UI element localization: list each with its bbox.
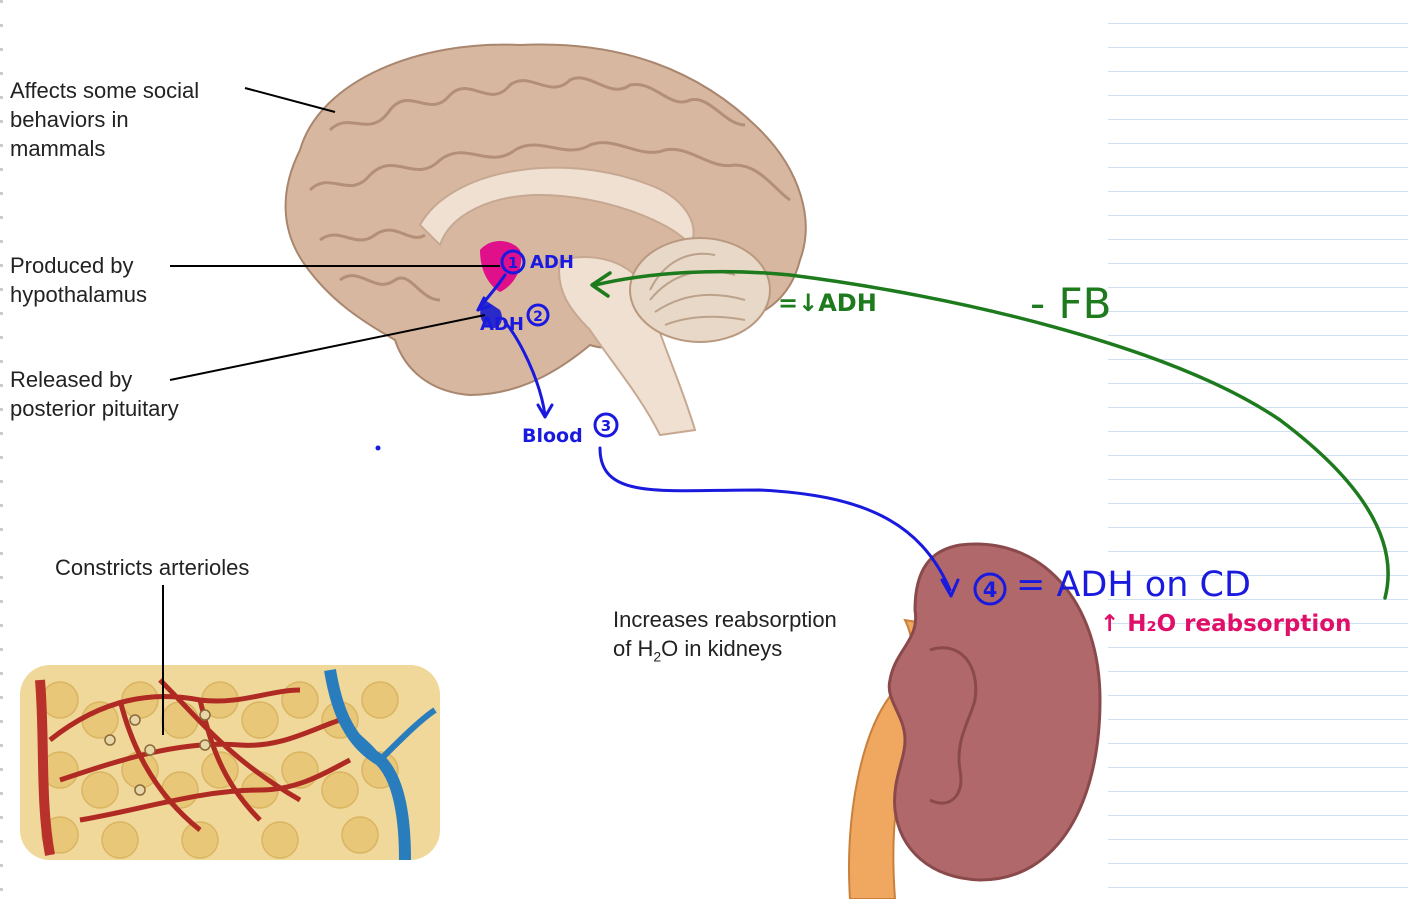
label-kidney-line-2-prefix: of H [613, 636, 653, 661]
label-social-behaviors: Affects some social behaviors in mammals [10, 76, 199, 163]
label-released-line-1: Released by [10, 365, 179, 394]
label-increases-reabsorption: Increases reabsorption of H2O in kidneys [613, 605, 837, 671]
brain-illustration [286, 44, 806, 435]
step-3-number: 3 [601, 417, 611, 435]
label-social-line-2: behaviors in [10, 105, 199, 134]
feedback-effect-label: =↓ADH [778, 289, 877, 317]
label-social-line-3: mammals [10, 134, 199, 163]
feedback-label: - FB [1030, 279, 1111, 328]
step-2-label: ADH [480, 314, 524, 335]
step-1-number: 1 [508, 254, 518, 272]
step-4-label: = ADH on CD [1016, 565, 1251, 605]
step-3-label: Blood [522, 425, 583, 447]
ink-dot [376, 446, 381, 451]
label-produced-by: Produced by hypothalamus [10, 251, 147, 309]
label-released-by: Released by posterior pituitary [10, 365, 179, 423]
label-kidney-line-1: Increases reabsorption [613, 605, 837, 634]
step-1-label: ADH [530, 252, 574, 273]
step-2-number: 2 [533, 309, 543, 325]
label-social-line-1: Affects some social [10, 76, 199, 105]
label-kidney-line-2-subscript: 2 [653, 648, 661, 664]
label-produced-line-1: Produced by [10, 251, 147, 280]
step-4-number: 4 [983, 578, 998, 602]
arterioles-illustration [20, 665, 440, 860]
arrow-3-to-4 [600, 448, 950, 590]
label-kidney-line-2-suffix: O in kidneys [661, 636, 782, 661]
reabsorption-annotation: ↑ H₂O reabsorption [1100, 611, 1351, 637]
label-released-line-2: posterior pituitary [10, 394, 179, 423]
label-kidney-line-2: of H2O in kidneys [613, 634, 837, 671]
leader-line-social [245, 88, 335, 112]
label-constricts-arterioles: Constricts arterioles [55, 553, 249, 582]
label-produced-line-2: hypothalamus [10, 280, 147, 309]
